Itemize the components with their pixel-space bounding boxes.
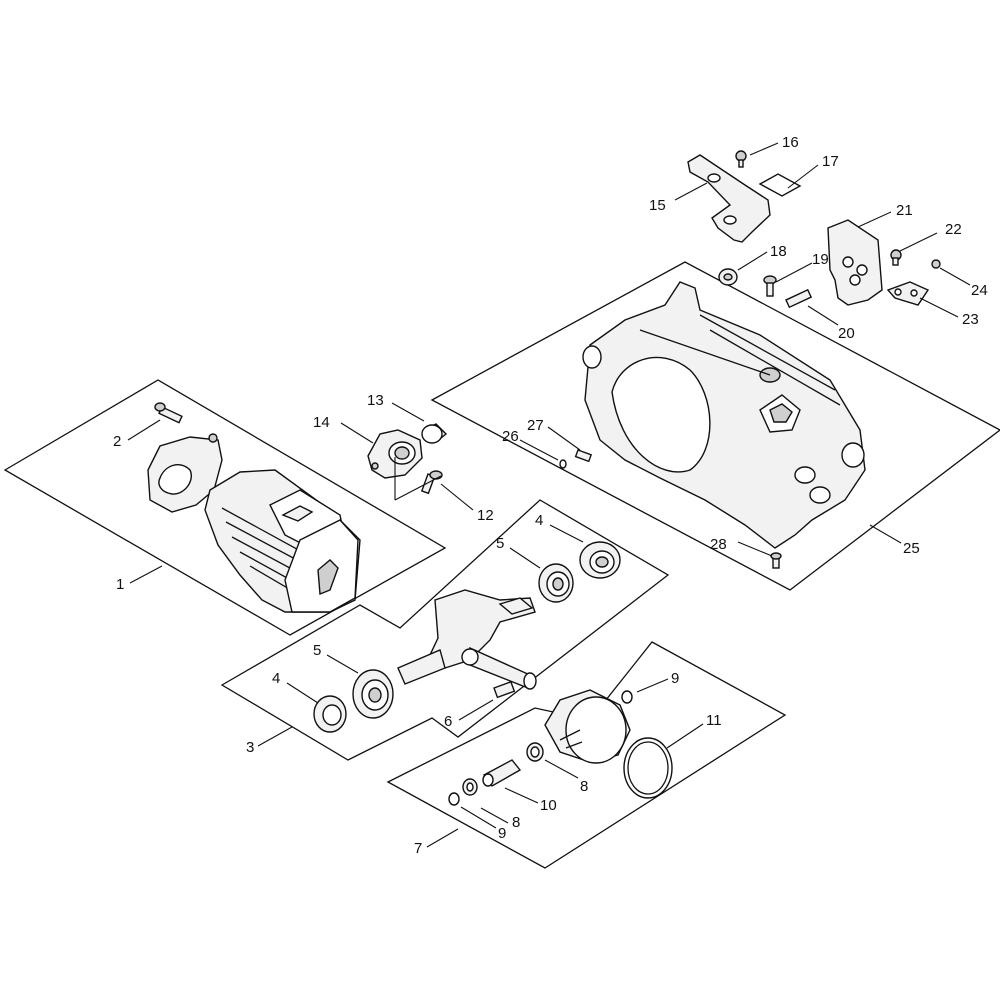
callout-15: 15 [649, 197, 666, 214]
bolt-part-12 [420, 470, 443, 495]
leader-lines [127, 142, 971, 848]
screw-part-16 [735, 150, 747, 168]
callout-23: 23 [962, 311, 979, 328]
callout-6: 6 [444, 713, 452, 730]
piston-ring-part-11 [623, 737, 673, 799]
callout-7: 7 [414, 840, 422, 857]
callout-11: 11 [706, 712, 722, 729]
crankshaft-part [397, 589, 537, 690]
callout-12: 12 [477, 507, 494, 524]
callout-17: 17 [822, 153, 839, 170]
grommet-part-18 [718, 268, 738, 286]
screw-part-27 [574, 449, 593, 463]
intake-insulator-part [147, 433, 223, 513]
callout-8: 8 [512, 814, 520, 831]
cylinder-part [204, 469, 361, 613]
callout-1: 1 [116, 576, 124, 593]
bolt-part-19 [763, 275, 777, 297]
callout-9: 9 [671, 670, 679, 687]
callout-4: 4 [272, 670, 280, 687]
oil-seal-part-4b [313, 695, 347, 733]
bearing-part-5a [538, 563, 574, 603]
bolt-part-2 [154, 402, 183, 424]
washer-part-8a [526, 742, 544, 762]
crankcase-group-box [430, 261, 1000, 591]
screw-part-22 [890, 249, 902, 266]
bearing-part-5b [352, 669, 394, 719]
washer-part-8b [462, 778, 478, 796]
callout-22: 22 [945, 221, 962, 238]
callout-10: 10 [540, 797, 557, 814]
callout-18: 18 [770, 243, 787, 260]
callout-16: 16 [782, 134, 799, 151]
callout-24: 24 [971, 282, 988, 299]
spacer-part-13 [421, 423, 448, 444]
piston-pin-part-10 [482, 759, 522, 787]
callout-5: 5 [313, 642, 321, 659]
callout-19: 19 [812, 251, 829, 268]
guide-plate-part-21 [827, 219, 883, 306]
needle-bearing-part-6 [493, 680, 516, 699]
crankshaft-group-box [220, 499, 670, 761]
callout-14: 14 [313, 414, 330, 431]
bolt-part-28 [770, 552, 782, 569]
cylinder-group-box [3, 379, 447, 636]
crankcase-part-25 [582, 281, 866, 549]
piston-part [544, 689, 631, 764]
callout-20: 20 [838, 325, 855, 342]
stud-bolt-part-20 [785, 288, 813, 309]
callout-13: 13 [367, 392, 384, 409]
callout-27: 27 [527, 417, 544, 434]
oring-part-26 [559, 459, 567, 469]
callout-25: 25 [903, 540, 920, 557]
callout-28: 28 [710, 536, 727, 553]
callout-21: 21 [896, 202, 913, 219]
bracket-part-15 [687, 154, 771, 243]
callout-8: 8 [580, 778, 588, 795]
callout-2: 2 [113, 433, 121, 450]
screw-part-24 [931, 259, 941, 269]
callout-9: 9 [498, 825, 506, 842]
oil-seal-part-4a [579, 541, 621, 579]
callout-26: 26 [502, 428, 519, 445]
callout-4: 4 [535, 512, 543, 529]
clamp-part-23 [886, 281, 930, 306]
piston-group-box [386, 641, 787, 869]
circlip-part-9b [448, 792, 460, 806]
circlip-part-9a [621, 690, 633, 704]
label-part-17 [758, 173, 802, 197]
callout-3: 3 [246, 739, 254, 756]
callout-5: 5 [496, 535, 504, 552]
